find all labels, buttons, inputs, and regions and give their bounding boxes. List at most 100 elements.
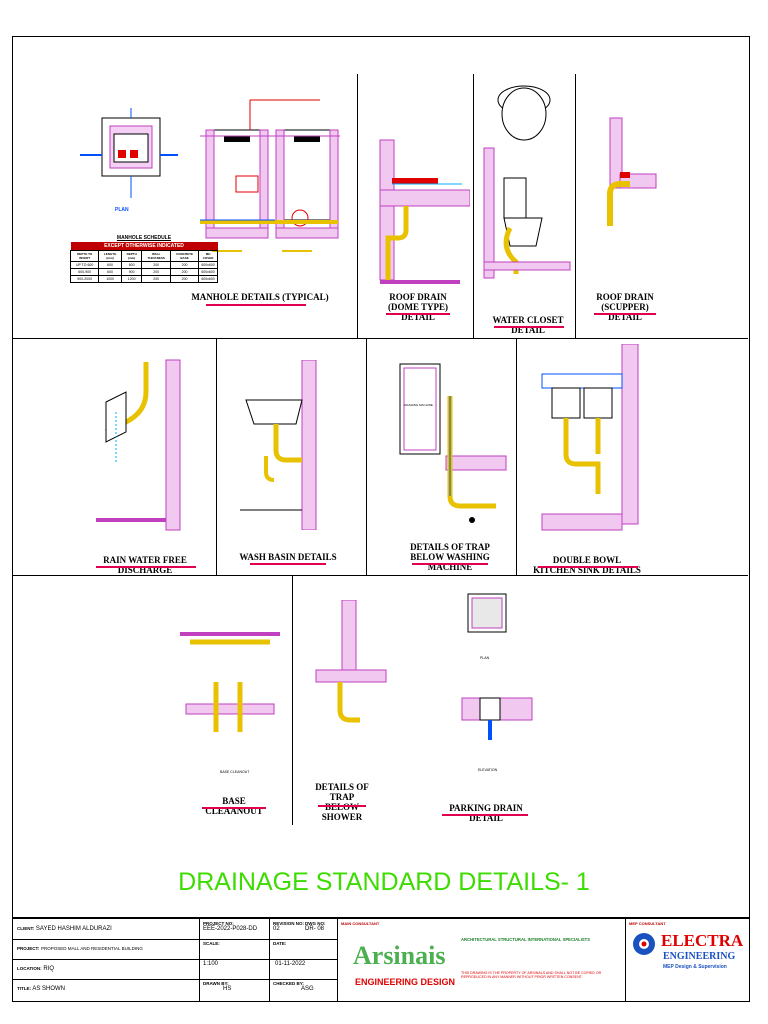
caption-water-closet-underline xyxy=(494,326,564,328)
caption-manhole: MANHOLE DETAILS (TYPICAL) xyxy=(191,292,329,302)
caption-parking-underline xyxy=(442,814,528,816)
title-label: TITLE: xyxy=(17,986,31,991)
client-value: SAYED HASHIM ALDURAZI xyxy=(35,926,112,932)
rainwater-drawing xyxy=(96,359,181,531)
schedule-cell: UP TO 600 xyxy=(69,261,100,269)
schedule-cell: 600 xyxy=(120,261,143,269)
caption-roof-scupper-underline xyxy=(594,313,656,315)
water-closet-drawing xyxy=(483,85,571,279)
base-cleanout-drawing xyxy=(180,632,280,732)
checked-value: ASG xyxy=(301,986,314,992)
tb-hline-1 xyxy=(13,939,337,940)
caption-rainwater: RAIN WATER FREE DISCHARGE xyxy=(103,555,187,575)
scale-value: 1:100 xyxy=(203,961,219,967)
schedule-header-cell: CONCRETE BASE xyxy=(170,250,200,262)
revision-value: 02 xyxy=(273,926,280,932)
row1-divider xyxy=(12,338,748,339)
schedule-cell: 200 xyxy=(141,261,172,269)
date-label: DATE: xyxy=(273,941,287,946)
engineering-design-text: ENGINEERING DESIGN xyxy=(355,977,456,987)
sheet-title: DRAINAGE STANDARD DETAILS- 1 xyxy=(178,868,590,896)
col-divider-1 xyxy=(357,74,358,338)
caption-roof-dome-underline xyxy=(386,313,450,315)
project-no-label: PROJECT NO: xyxy=(203,921,234,926)
schedule-cell: 200 xyxy=(141,275,172,283)
schedule-header-cell: MH COVER xyxy=(198,250,218,262)
parking-elevation-label: ELEVATION xyxy=(478,768,498,772)
schedule-cell: 900 xyxy=(120,268,143,276)
dwg-value: DR- 08 xyxy=(305,926,325,932)
revision-label: REVISION NO: xyxy=(273,921,305,926)
parking-drain-drawing xyxy=(461,593,533,740)
roof-drain-dome-drawing xyxy=(379,139,470,284)
schedule-cell: 200 xyxy=(170,275,200,283)
dwg-label: DWG NO: xyxy=(305,921,326,926)
client-label: CLIENT: xyxy=(17,926,35,931)
schedule-cell: 600x600 xyxy=(198,275,218,283)
caption-base-cleanout-underline xyxy=(202,807,266,809)
caption-water-closet: WATER CLOSET DETAIL xyxy=(492,315,564,335)
tb-vline-1 xyxy=(199,919,200,1001)
schedule-subtitle: EXCEPT OTHERWISE INDICATED xyxy=(70,242,218,251)
schedule-cell: 600x600 xyxy=(198,261,218,269)
roof-scupper-drawing xyxy=(607,117,657,226)
schedule-cell: 900-2000 xyxy=(69,275,100,283)
manhole-plan-label: PLAN xyxy=(115,207,129,213)
scale-label: SCALE: xyxy=(203,941,220,946)
col-divider-5 xyxy=(366,338,367,575)
shower-drawing xyxy=(315,600,387,723)
caption-kitchen-sink-underline xyxy=(538,566,638,568)
electra-engineering: ENGINEERING xyxy=(663,951,736,962)
caption-wash-basin: WASH BASIN DETAILS xyxy=(239,552,337,562)
caption-parking: PARKING DRAIN DETAIL xyxy=(449,803,523,823)
schedule-cell: 1000 xyxy=(98,275,122,283)
schedule-cell: 200 xyxy=(170,268,200,276)
caption-kitchen-sink: DOUBLE BOWL KITCHEN SINK DETAILS xyxy=(533,555,641,575)
tb-vline-2 xyxy=(269,919,270,1001)
kitchen-sink-drawing xyxy=(541,344,639,531)
location-value: RIQ xyxy=(43,966,55,972)
schedule-title: MANHOLE SCHEDULE xyxy=(116,235,172,241)
caption-wash-basin-underline xyxy=(250,563,326,565)
caption-shower-underline xyxy=(318,805,366,807)
date-value: 01-11-2022 xyxy=(275,961,306,967)
parking-plan-label: PLAN xyxy=(480,656,490,660)
base-cleanout-label: BASE CLEANOUT xyxy=(220,770,250,774)
caption-washing-machine: DETAILS OF TRAP BELOW WASHING MACHINE xyxy=(410,542,490,572)
drawn-label: DRAWN BY: xyxy=(203,981,229,986)
drawing-sheet xyxy=(12,36,750,918)
schedule-header-cell: LENGTH (mm) xyxy=(98,250,122,262)
arsinais-logo: Arsinais xyxy=(353,941,446,970)
tb-vline-4 xyxy=(625,919,626,1001)
project-value: PROPOSED MALL AND RESIDENTIAL BUILDING xyxy=(40,946,143,951)
caption-base-cleanout: BASE CLEAANOUT xyxy=(205,796,263,816)
title-value: AS SHOWN xyxy=(32,986,66,992)
tb-vline-3 xyxy=(337,919,338,1001)
caption-roof-scupper: ROOF DRAIN (SCUPPER) DETAIL xyxy=(596,292,654,322)
schedule-header-cell: DEPTH TO INVERT xyxy=(69,250,100,262)
checked-label: CHECKED BY: xyxy=(273,981,304,986)
caption-washing-machine-underline xyxy=(412,563,488,565)
col-divider-2 xyxy=(473,74,474,338)
schedule-cell: 600x600 xyxy=(198,268,218,276)
schedule-cell: 600 xyxy=(98,268,122,276)
project-label: PROJECT: xyxy=(17,946,40,951)
manhole-schedule-table: MANHOLE SCHEDULE EXCEPT OTHERWISE INDICA… xyxy=(69,234,218,283)
schedule-header-cell: WALL THICKNESS xyxy=(141,250,172,262)
schedule-cell: 200 xyxy=(170,261,200,269)
schedule-cell: 600-900 xyxy=(69,268,100,276)
gear-icon xyxy=(633,933,655,955)
mep-consultant-label: MEP CONSULTANT xyxy=(629,921,666,926)
main-consultant-label: MAIN CONSULTANT xyxy=(341,921,380,926)
location-label: LOCATION: xyxy=(17,966,42,971)
manhole-drawing xyxy=(80,99,340,252)
col-divider-4 xyxy=(216,338,217,575)
title-block: CLIENT: SAYED HASHIM ALDURAZI PROJECT: P… xyxy=(12,918,750,1002)
schedule-cell: 600 xyxy=(98,261,122,269)
wash-basin-drawing xyxy=(240,360,317,530)
drawn-value: HS xyxy=(223,986,232,992)
col-divider-6 xyxy=(516,338,517,575)
